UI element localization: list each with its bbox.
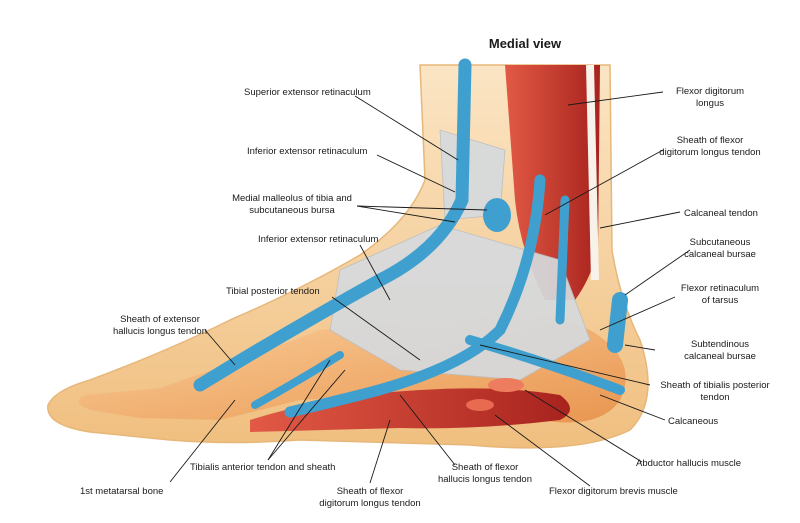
label-superior-extensor-retinaculum: Superior extensor retinaculum xyxy=(244,87,371,98)
achilles-tendon xyxy=(586,64,599,281)
label-tibial-posterior-tendon: Tibial posterior tendon xyxy=(226,286,320,297)
label-calcaneal-tendon: Calcaneal tendon xyxy=(684,208,758,219)
label-flexor-digitorum-brevis: Flexor digitorum brevis muscle xyxy=(549,486,678,497)
foot-muscles xyxy=(250,388,570,432)
label-tibialis-anterior: Tibialis anterior tendon and sheath xyxy=(190,462,336,473)
label-inferior-extensor-retinaculum-top: Inferior extensor retinaculum xyxy=(247,146,368,157)
calcaneal-bursa xyxy=(488,378,524,392)
label-inferior-extensor-retinaculum-mid: Inferior extensor retinaculum xyxy=(258,234,379,245)
flexor-brevis-bursa xyxy=(466,399,494,411)
diagram-title: Medial view xyxy=(488,36,562,51)
leader-lines xyxy=(169,91,691,487)
label-calcaneous: Calcaneous xyxy=(668,416,719,427)
label-abductor-hallucis: Abductor hallucis muscle xyxy=(636,458,742,469)
label-first-metatarsal: 1st metatarsal bone xyxy=(80,486,164,497)
malleolus-bursa xyxy=(483,198,511,232)
